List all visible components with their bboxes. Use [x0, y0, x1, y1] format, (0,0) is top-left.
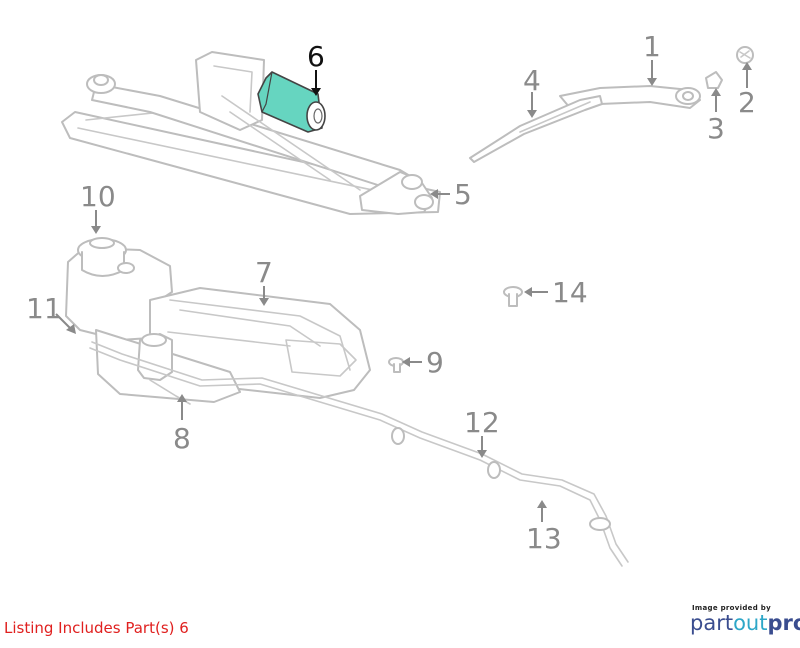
- logo-word-pro: pro: [767, 611, 800, 635]
- callout-12: 12: [464, 406, 500, 439]
- wiper-motor-highlighted[interactable]: [257, 71, 326, 133]
- logo-word-out: out: [733, 611, 768, 635]
- callout-5: 5: [454, 178, 472, 211]
- wiper-blade: [469, 95, 603, 163]
- wiper-arm: [559, 85, 701, 109]
- listing-includes-text: Listing Includes Part(s) 6: [4, 619, 189, 637]
- callout-2: 2: [738, 86, 756, 119]
- callout-8: 8: [173, 422, 191, 455]
- pivot-nut: [736, 46, 754, 64]
- screw-part-14: [503, 286, 523, 307]
- callout-1: 1: [643, 30, 661, 63]
- callout-6: 6: [307, 40, 325, 73]
- callout-leaders: [55, 60, 752, 522]
- callout-11: 11: [26, 292, 62, 325]
- credit-caption: Image provided by: [692, 604, 771, 612]
- callout-labels: 6 1 2 3 4 5 7 8 9 10 11 12 13 14: [26, 30, 756, 555]
- wiper-linkage-frame: [61, 51, 441, 215]
- pivot-cap: [705, 71, 723, 89]
- callout-7: 7: [255, 256, 273, 289]
- callout-4: 4: [523, 64, 541, 97]
- logo-word-part: part: [690, 611, 734, 635]
- partoutpro-logo: partoutpro: [690, 611, 800, 635]
- callout-13: 13: [526, 522, 562, 555]
- callout-3: 3: [707, 112, 725, 145]
- callout-10: 10: [80, 180, 116, 213]
- image-credit: Image provided by partoutpro: [690, 604, 800, 635]
- callout-9: 9: [426, 346, 444, 379]
- callout-14: 14: [552, 276, 588, 309]
- washer-reservoir: [65, 237, 371, 403]
- screw-part-9: [388, 357, 404, 373]
